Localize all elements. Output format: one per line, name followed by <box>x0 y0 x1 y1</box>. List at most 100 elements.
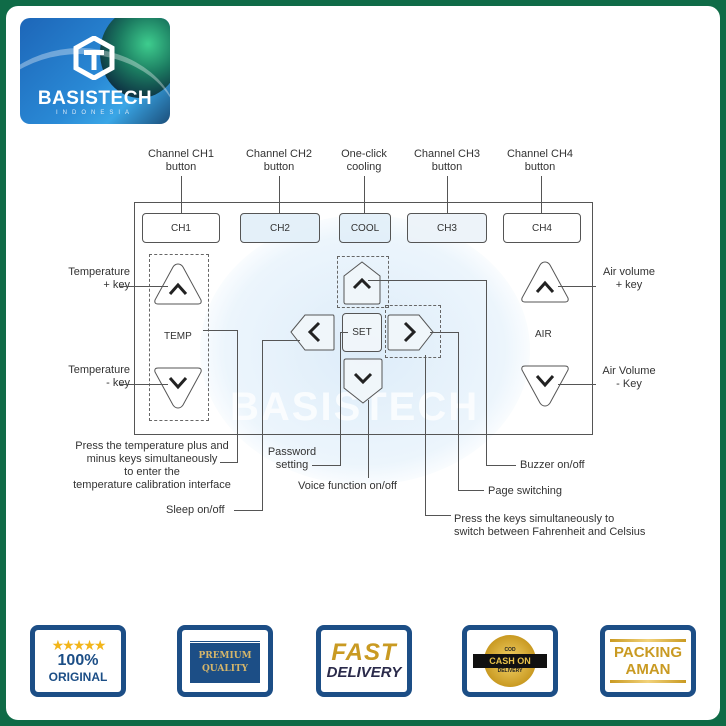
connector-fahrenheit-h <box>425 515 451 516</box>
nav-right-group <box>385 305 441 358</box>
label-cool-line2: cooling <box>346 161 382 173</box>
nav-up-key[interactable] <box>341 260 383 305</box>
premium-inner: PREMIUM QUALITY <box>190 639 260 683</box>
label-air-plus: Air volume+ key <box>594 266 664 292</box>
ch1-button[interactable]: CH1 <box>142 213 220 243</box>
hexagon-t-logo-icon <box>73 36 115 80</box>
label-air-plus-line1: Air volume <box>603 266 655 278</box>
badge-packing-line2: AMAN <box>625 661 671 678</box>
air-label: AIR <box>535 329 552 340</box>
connector-calibration-v <box>237 330 238 463</box>
connector-page-v <box>458 332 459 490</box>
chevron-up-icon <box>168 282 188 295</box>
connector-password-h2 <box>312 465 341 466</box>
ch3-button[interactable]: CH3 <box>407 213 487 243</box>
label-temp-plus-line1: Temperature <box>68 266 130 278</box>
badge-original-line1: 100% <box>57 652 99 669</box>
logo-brand-text: BASISTECH <box>37 88 153 109</box>
ch2-button[interactable]: CH2 <box>240 213 320 243</box>
chevron-right-icon <box>403 321 417 343</box>
air-down-key[interactable] <box>520 364 570 408</box>
badge-original: ★★★★★ 100% ORIGINAL <box>30 625 126 697</box>
badge-fast-line1: FAST <box>331 639 397 666</box>
temp-up-key[interactable] <box>153 262 203 306</box>
connector-calibration-h2 <box>220 462 238 463</box>
badge-fast-delivery: FAST DELIVERY <box>316 625 412 697</box>
nav-up-group <box>337 256 389 308</box>
badge-cod: COD CASH ON DELIVERY <box>462 625 558 697</box>
label-ch4-line1: Channel CH4 <box>506 148 574 160</box>
label-calibration-line2: minus keys simultaneously <box>86 453 218 465</box>
label-calibration-line3: to enter the <box>124 466 180 478</box>
badge-premium-line2: QUALITY <box>201 663 249 674</box>
label-calibration-line1: Press the temperature plus and <box>75 440 229 452</box>
stars-icon: ★★★★★ <box>51 637 107 653</box>
label-air-minus-line2: - Key <box>616 378 642 390</box>
connector-buzzer-h1 <box>368 280 486 281</box>
temp-label: TEMP <box>164 331 192 342</box>
nav-down-key[interactable] <box>343 358 383 404</box>
badge-cod-top: COD <box>504 647 516 653</box>
badge-packing: PACKING AMAN <box>600 625 696 697</box>
connector-password-v <box>340 332 341 465</box>
nav-left-key[interactable] <box>289 313 335 351</box>
label-ch1-line1: Channel CH1 <box>147 148 215 160</box>
temp-down-key[interactable] <box>153 366 203 410</box>
label-voice: Voice function on/off <box>298 480 397 492</box>
connector-buzzer-v <box>486 280 487 465</box>
connector-air-minus <box>558 384 596 385</box>
air-up-key[interactable] <box>520 260 570 304</box>
label-buzzer: Buzzer on/off <box>520 459 585 471</box>
label-password-line2: setting <box>275 459 309 471</box>
badge-cod-line2: DELIVERY <box>497 668 523 674</box>
cool-button[interactable]: COOL <box>339 213 391 243</box>
logo-sub-text: INDONESIA <box>55 110 134 116</box>
temp-key-group <box>149 254 209 421</box>
badge-cod-line1: CASH ON <box>473 654 547 668</box>
cod-coin-icon: COD CASH ON DELIVERY <box>473 635 547 687</box>
connector-fahrenheit-v <box>425 355 426 515</box>
label-temp-minus: Temperature- key <box>55 364 130 390</box>
connector-sleep-h2 <box>234 510 263 511</box>
set-key[interactable]: SET <box>342 313 382 352</box>
label-ch4-line2: button <box>524 161 556 173</box>
chevron-up-icon <box>352 277 372 290</box>
connector-sleep-h1 <box>262 340 300 341</box>
label-ch1-line2: button <box>165 161 197 173</box>
label-calibration: Press the temperature plus and minus key… <box>62 440 242 492</box>
ch4-button[interactable]: CH4 <box>503 213 581 243</box>
connector-temp-plus <box>120 286 168 287</box>
gold-bar-top <box>610 639 686 642</box>
label-page: Page switching <box>488 485 562 497</box>
label-temp-minus-line2: - key <box>106 377 130 389</box>
label-sleep: Sleep on/off <box>166 504 225 516</box>
nav-right-key[interactable] <box>387 313 435 351</box>
label-fahrenheit-line1: Press the keys simultaneously to <box>454 513 615 525</box>
connector-cool <box>364 176 365 214</box>
label-air-minus-line1: Air Volume <box>602 365 656 377</box>
badge-original-line2: ORIGINAL <box>48 670 108 684</box>
connector-page-h2 <box>458 490 484 491</box>
chevron-down-icon <box>168 377 188 390</box>
label-cool-line1: One-click <box>341 148 387 160</box>
label-calibration-line4: temperature calibration interface <box>73 479 231 491</box>
badge-premium: PREMIUM QUALITY <box>177 625 273 697</box>
connector-temp-minus <box>120 384 168 385</box>
label-password-line1: Password <box>267 446 317 458</box>
label-ch3-line2: button <box>431 161 463 173</box>
badge-fast-line2: DELIVERY <box>326 664 402 681</box>
connector-ch4 <box>541 176 542 214</box>
connector-password-h1 <box>340 332 348 333</box>
label-temp-plus-line2: + key <box>103 279 130 291</box>
connector-ch1 <box>181 176 182 214</box>
connector-ch2 <box>279 176 280 214</box>
chevron-down-icon <box>535 375 555 388</box>
badge-packing-line1: PACKING <box>613 644 683 661</box>
chevron-up-icon <box>535 280 555 293</box>
